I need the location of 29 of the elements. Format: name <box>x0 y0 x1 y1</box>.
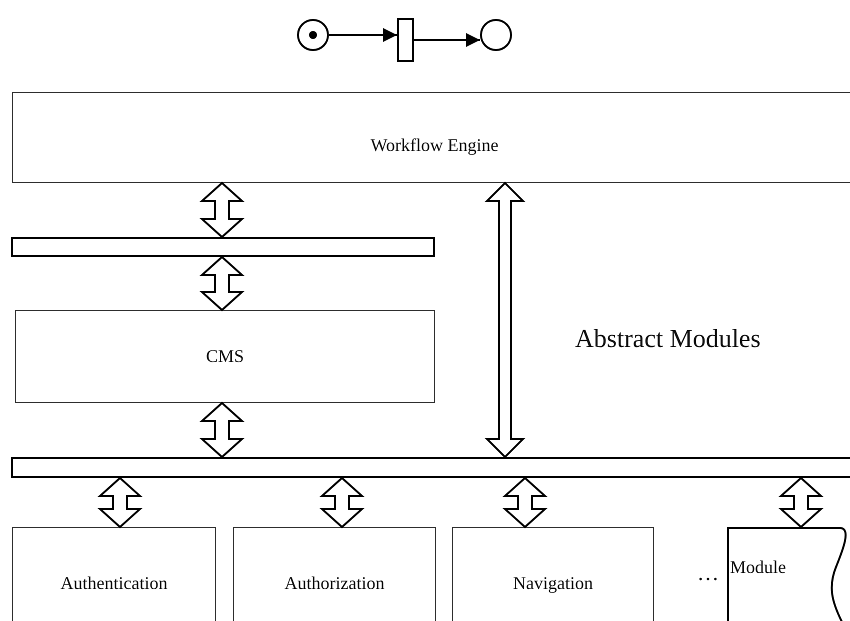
double-block-arrow <box>778 476 824 528</box>
double-block-arrow <box>484 182 526 458</box>
box-label: Authorization <box>284 573 386 594</box>
box-label: Workflow Engine <box>369 135 500 156</box>
layer-bar <box>11 237 435 257</box>
box-label: CMS <box>204 346 246 367</box>
double-block-arrow <box>199 402 245 458</box>
double-block-arrow <box>199 256 245 312</box>
process-box <box>15 310 435 403</box>
section-label: Abstract Modules <box>575 324 761 354</box>
module-box <box>452 527 654 621</box>
module-box <box>12 527 216 621</box>
transition-bar <box>397 18 414 62</box>
token-place-circle <box>297 19 329 51</box>
double-block-arrow <box>97 476 143 528</box>
workflow-engine-box <box>12 92 850 183</box>
arrow <box>414 33 480 47</box>
box-label: Navigation <box>512 573 594 594</box>
place-circle <box>480 19 512 51</box>
ellipsis-label: … <box>697 560 719 586</box>
double-block-arrow <box>199 182 245 238</box>
double-block-arrow <box>319 476 365 528</box>
box-label: Authentication <box>60 573 168 594</box>
box-label: Module <box>730 557 786 578</box>
module-box <box>233 527 436 621</box>
double-block-arrow <box>502 476 548 528</box>
arrow <box>329 28 397 42</box>
document-box <box>727 527 850 621</box>
layer-bar <box>11 457 850 478</box>
